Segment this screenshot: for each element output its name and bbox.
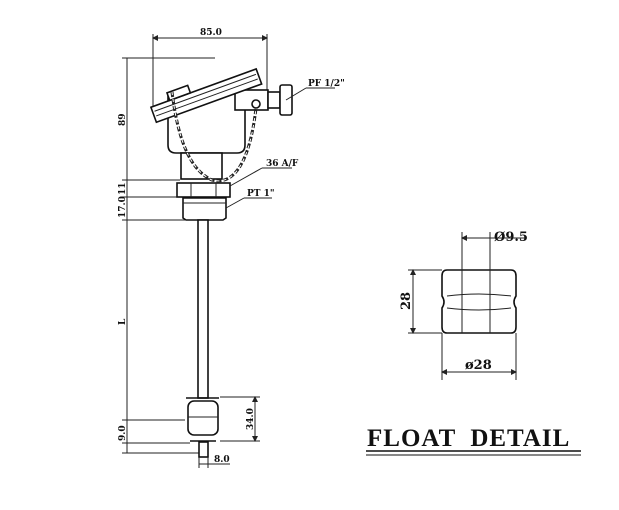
width-dimension: 85.0 [152, 28, 268, 108]
hex-callout: 36 A/F [229, 159, 299, 187]
left-dimensions: 89 11 17.0 L 9.0 [118, 57, 215, 454]
stem [197, 219, 209, 399]
detail-height-dimension: 28 [399, 269, 442, 334]
float [186, 397, 219, 458]
conduit-callout: PF 1/2" [285, 79, 345, 101]
float-detail-title: FLOAT DETAIL [367, 425, 570, 452]
thread-label: PT 1" [247, 189, 275, 199]
float-height-dimension: 34.0 [220, 396, 260, 442]
dim-height-label: 28 [399, 292, 414, 310]
dim-bottom-label: 9.0 [118, 425, 128, 441]
dim-bore-label: Ø9.5 [494, 230, 528, 245]
dim-float-height-label: 34.0 [246, 408, 256, 430]
tip-dimension: 8.0 [198, 455, 230, 468]
hex-fitting [176, 182, 231, 221]
detail-diameter-dimension: ø28 [441, 333, 517, 380]
dim-hex-label: 11 [118, 182, 128, 195]
dim-tip-label: 8.0 [214, 455, 230, 465]
conduit-label: PF 1/2" [308, 79, 345, 89]
hex-label: 36 A/F [266, 159, 299, 169]
thread-callout: PT 1" [225, 189, 275, 209]
dim-diameter-label: ø28 [465, 358, 492, 373]
dim-thread-label: 17.0 [118, 196, 128, 218]
bore-dimension: Ø9.5 [461, 230, 528, 270]
dim-head-height-label: 89 [118, 113, 128, 126]
float-detail [441, 269, 517, 334]
dim-length-label: L [118, 318, 128, 325]
dim-width-label: 85.0 [200, 28, 222, 38]
